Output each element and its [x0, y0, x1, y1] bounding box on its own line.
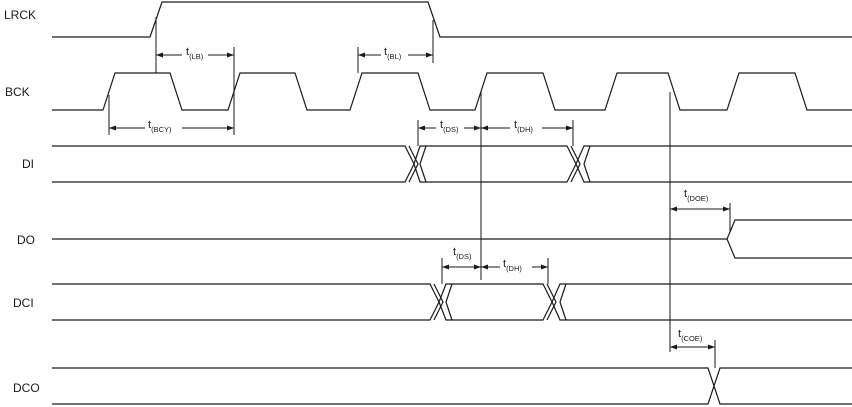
dci-bus	[52, 283, 852, 321]
tdoe-label: t(DOE)	[684, 188, 709, 203]
tcoe-label: t(COE)	[678, 328, 703, 343]
tbl-label: t(BL)	[384, 46, 402, 61]
signal-label-lrck: LRCK	[4, 8, 36, 22]
signal-label-bck: BCK	[5, 85, 30, 99]
tds-dci-label: t(DS)	[453, 246, 472, 261]
signal-label-do: DO	[17, 233, 35, 247]
di-bus	[52, 145, 852, 183]
do-bus	[52, 219, 852, 259]
signal-label-dci: DCI	[13, 296, 34, 310]
bck-waveform	[52, 72, 852, 111]
tdh-dci-label: t(DH)	[503, 258, 522, 273]
dco-bus	[52, 367, 852, 405]
tdh-di-label: t(DH)	[514, 119, 533, 134]
lrck-waveform	[52, 1, 852, 38]
tbcy-label: t(BCY)	[148, 119, 172, 134]
tlb-label: t(LB)	[186, 46, 204, 61]
signal-label-di: DI	[22, 157, 34, 171]
tds-di-label: t(DS)	[440, 119, 459, 134]
signal-label-dco: DCO	[13, 381, 40, 395]
